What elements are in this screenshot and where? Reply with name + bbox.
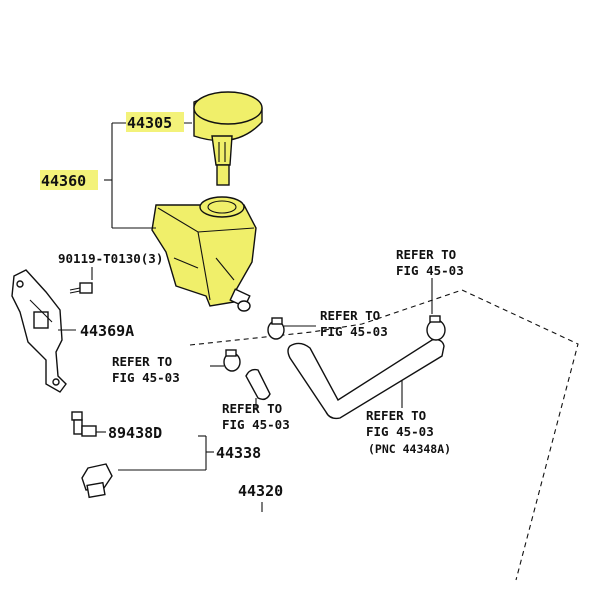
cap-label-highlight (126, 112, 184, 132)
union-bolt[interactable] (81, 463, 113, 499)
bolt-part-number[interactable]: 90119-T0130(3) (58, 251, 163, 266)
bracket-part-number[interactable]: 44369A (80, 322, 134, 340)
reservoir-tank[interactable] (151, 196, 257, 307)
ref-lower-right-line3[interactable]: (PNC 44348A) (368, 442, 451, 456)
ref-left-line1[interactable]: REFER TO (112, 354, 172, 369)
bolt[interactable] (69, 282, 93, 294)
ref-lower-middle-line1[interactable]: REFER TO (222, 401, 282, 416)
ref-lower-middle-line2[interactable]: FIG 45-03 (222, 417, 290, 432)
tank-outlet-pipe (229, 288, 251, 312)
ref-left-line2[interactable]: FIG 45-03 (112, 370, 180, 385)
reservoir-label-highlight (40, 170, 98, 190)
outlet-clamp[interactable] (267, 317, 285, 340)
left-clamp[interactable] (223, 349, 241, 372)
bracket[interactable] (11, 269, 67, 393)
ref-upper-right-line1[interactable]: REFER TO (396, 247, 456, 262)
return-hose[interactable] (287, 338, 445, 420)
bolt-group-part-number[interactable]: 44338 (216, 444, 261, 462)
cap-part-number[interactable]: 44305 (127, 114, 172, 132)
right-clamp[interactable] (426, 315, 446, 341)
union-part-number[interactable]: 89438D (108, 424, 162, 442)
ref-lower-right-line1[interactable]: REFER TO (366, 408, 426, 423)
reservoir-cap[interactable] (193, 91, 263, 186)
reservoir-part-number[interactable]: 44360 (41, 172, 86, 190)
ref-middle-line2[interactable]: FIG 45-03 (320, 324, 388, 339)
short-hose[interactable] (245, 368, 271, 401)
ref-upper-right-line2[interactable]: FIG 45-03 (396, 263, 464, 278)
ref-middle-line1[interactable]: REFER TO (320, 308, 380, 323)
pump-part-number[interactable]: 44320 (238, 482, 283, 500)
hose-region-outline (189, 289, 579, 581)
ref-lower-right-line2[interactable]: FIG 45-03 (366, 424, 434, 439)
union-fitting[interactable] (71, 411, 97, 437)
